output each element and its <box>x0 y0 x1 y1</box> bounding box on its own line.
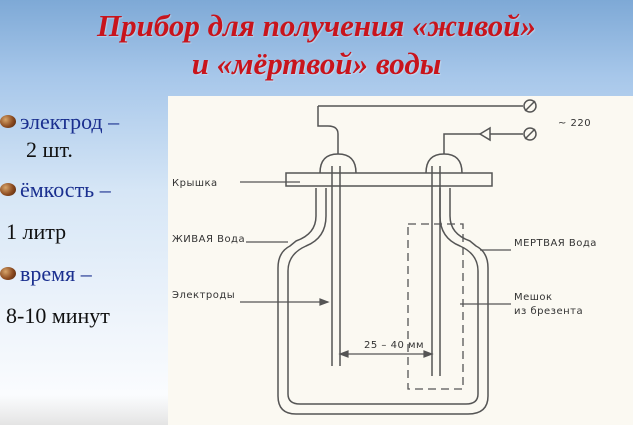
jar-outer-outline <box>277 188 489 415</box>
spec-list: электрод – 2 шт. ёмкость – 1 литр время … <box>0 108 170 330</box>
list-item-time: время – <box>0 260 170 288</box>
terminal-top-icon <box>523 99 537 113</box>
wire-right <box>443 133 480 154</box>
dead-water-label: МЕРТВАЯ Вода <box>514 238 597 249</box>
list-item-electrode: электрод – <box>0 108 170 136</box>
electrode-value: 2 шт. <box>26 137 73 162</box>
bag-label-line1: Мешок <box>514 292 553 303</box>
time-value: 8-10 минут <box>6 303 110 328</box>
bean-bullet-icon <box>0 183 16 197</box>
wire-left-up <box>317 124 339 154</box>
lid-shape <box>285 172 493 187</box>
bag-label-line2: из брезента <box>514 306 583 317</box>
decorative-ground <box>0 395 170 425</box>
list-item-electrode-value: 2 шт. <box>0 136 170 164</box>
voltage-label: ~ 220 <box>558 118 591 129</box>
lid-label: Крышка <box>172 178 218 189</box>
capacity-value: 1 литр <box>6 219 67 244</box>
electrode-holder-left <box>319 153 357 174</box>
terminal-bottom-icon <box>523 127 537 141</box>
time-label: время – <box>20 261 92 286</box>
jar-inner-outline <box>287 188 479 405</box>
live-water-label: ЖИВАЯ Вода <box>172 234 245 245</box>
list-item-capacity-value: 1 литр <box>0 218 170 246</box>
title-line-2: и «мёртвой» воды <box>191 46 442 81</box>
capacity-label: ёмкость – <box>20 177 111 202</box>
list-item-capacity: ёмкость – <box>0 176 170 204</box>
electrodes-label: Электроды <box>172 290 235 301</box>
device-diagram: ~ 220 Крышка ЖИВАЯ Вода МЕРТВАЯ Вода Эле… <box>168 96 633 425</box>
bean-bullet-icon <box>0 115 16 129</box>
title-line-1: Прибор для получения «живой» <box>96 8 537 43</box>
canvas-bag-outline <box>407 223 464 390</box>
page-title: Прибор для получения «живой» и «мёртвой»… <box>0 0 633 83</box>
device-diagram-svg: ~ 220 Крышка ЖИВАЯ Вода МЕРТВАЯ Вода Эле… <box>172 99 597 415</box>
plug-tip-icon <box>478 126 491 142</box>
bean-bullet-icon <box>0 267 16 281</box>
distance-label: 25 – 40 мм <box>364 340 424 351</box>
electrode-label: электрод – <box>20 109 120 134</box>
list-item-time-value: 8-10 минут <box>0 302 170 330</box>
